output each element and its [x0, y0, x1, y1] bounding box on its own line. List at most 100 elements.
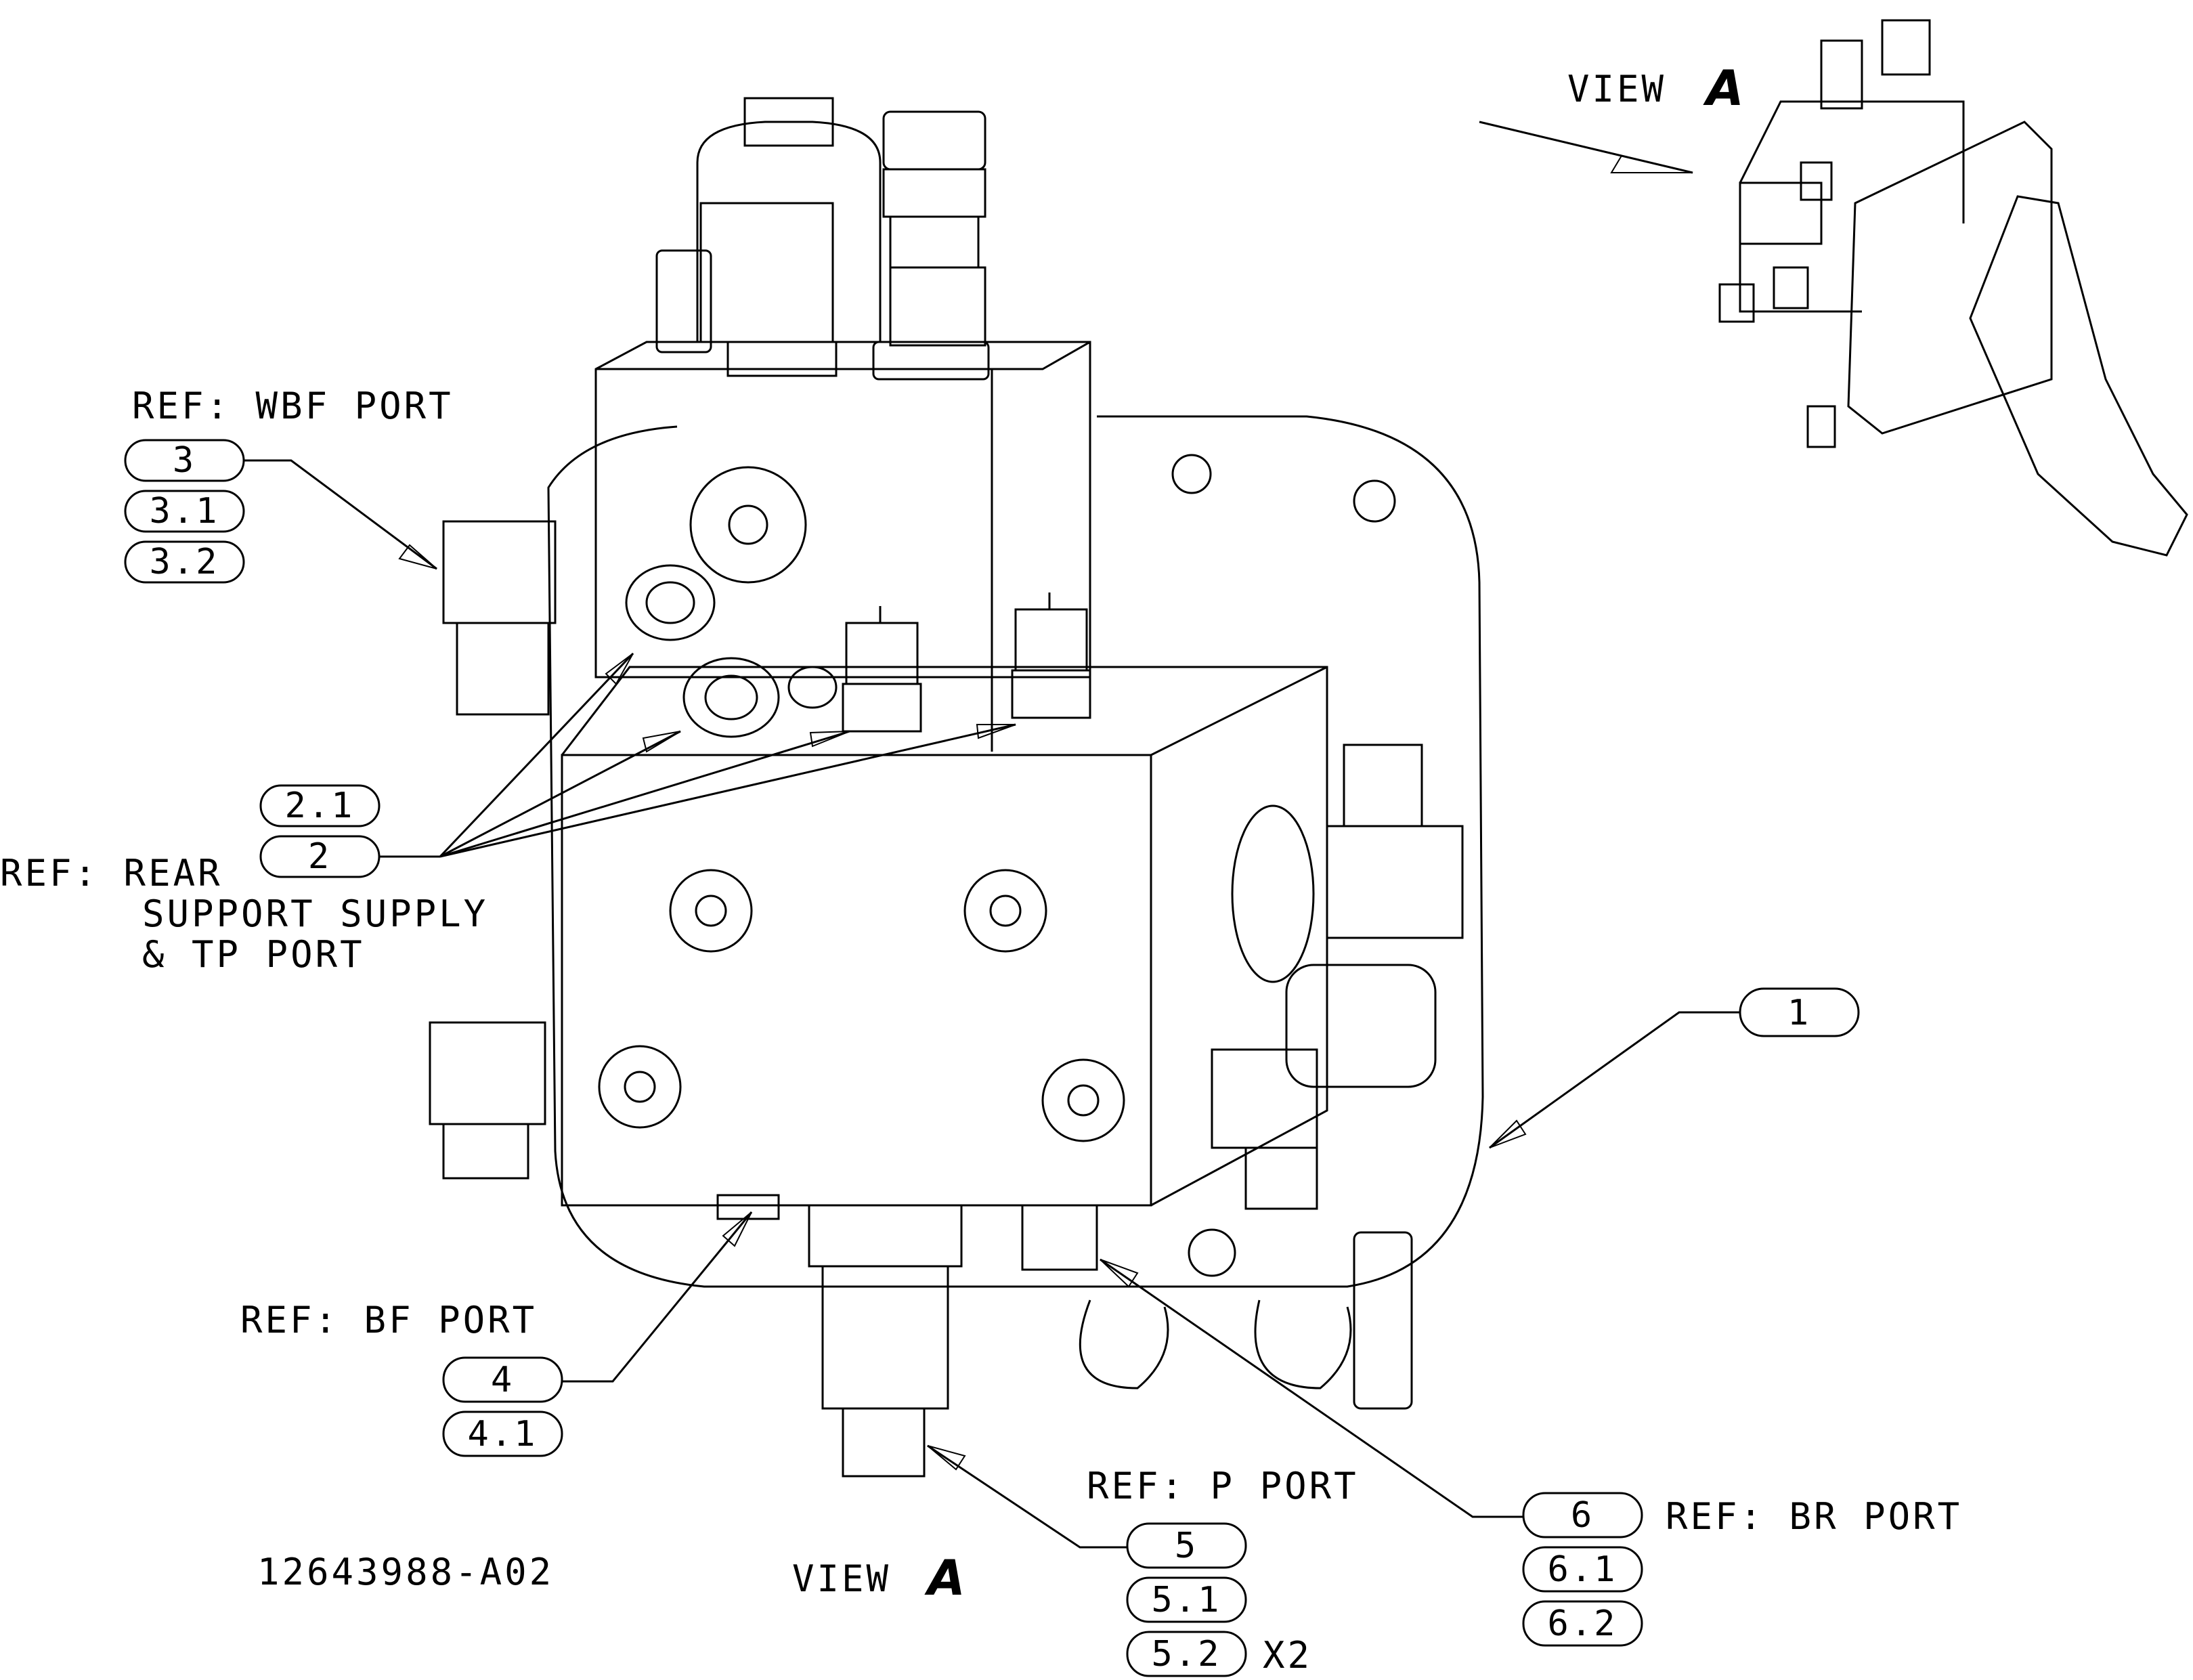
- balloon-5-2-text: 5.2: [1152, 1634, 1221, 1675]
- elbow-fitting-tube: [442, 1123, 529, 1180]
- balloon-2: [259, 835, 381, 878]
- ref-rear-label-line3: & TP PORT: [142, 933, 365, 976]
- inset-connector: [1806, 405, 1836, 448]
- leader-lines: [244, 459, 1740, 1549]
- pressure-sensor-hex: [1011, 669, 1091, 719]
- inset-solenoid: [1881, 19, 1931, 76]
- inset-fitting: [1800, 161, 1833, 201]
- balloon-3-1: [124, 490, 245, 533]
- upper-valve-block: [594, 341, 1091, 752]
- view-a-callout-top: VIEW A: [1567, 60, 1744, 116]
- elbow-fitting-tube: [1244, 1146, 1318, 1210]
- solenoid-base: [726, 341, 838, 377]
- view-a-inset-illustration: [1718, 19, 2188, 557]
- view-label: VIEW: [1567, 68, 1666, 110]
- plate-hole: [1353, 479, 1396, 523]
- inset-mounting-plate: [1847, 121, 2053, 435]
- balloon-4: [442, 1356, 563, 1403]
- balloon-2-1: [259, 784, 381, 827]
- solenoid-housing: [699, 202, 834, 343]
- fitting: [625, 564, 716, 641]
- port-plug: [1041, 1058, 1125, 1142]
- fitting: [682, 657, 780, 738]
- drawing-number: 12643988-A02: [257, 1551, 554, 1593]
- port-plug: [989, 895, 1022, 927]
- view-letter: A: [1703, 60, 1744, 116]
- elbow-fitting: [1326, 825, 1464, 939]
- inset-valve-block: [1739, 183, 1862, 313]
- balloon-5: [1126, 1522, 1247, 1569]
- solenoid-coil: [696, 121, 882, 343]
- bf-port-callout: REF: BF PORT 4 4.1: [240, 1299, 563, 1457]
- balloon-5-1: [1126, 1576, 1247, 1623]
- br-port-callout: 6 REF: BR PORT 6.1 6.2: [1522, 1492, 1962, 1647]
- port-plug: [695, 895, 727, 927]
- balloon-1-text: 1: [1787, 993, 1810, 1033]
- balloon-4-1-text: 4.1: [468, 1414, 538, 1455]
- balloon-6-1-text: 6.1: [1548, 1549, 1617, 1590]
- plate-hole: [1188, 1228, 1236, 1277]
- inset-fitting: [1773, 266, 1809, 309]
- balloon-5-2: [1126, 1631, 1247, 1677]
- elbow-fitting-tube: [842, 1407, 926, 1478]
- balloon-6-2: [1522, 1600, 1643, 1647]
- port-plug: [728, 504, 768, 545]
- port-plug: [598, 1045, 682, 1129]
- ref-bf-port-label: REF: BF PORT: [240, 1299, 537, 1341]
- elbow-fitting: [1211, 1048, 1318, 1149]
- valve-assembly-illustration: [429, 97, 1484, 1478]
- ref-rear-label-line1: REF: REAR: [0, 852, 223, 895]
- item-1-callout: 1: [1739, 987, 1860, 1037]
- fitting: [645, 581, 695, 624]
- view-a-callout-bottom: VIEW A: [792, 1549, 965, 1606]
- balloon-3-2-text: 3.2: [150, 542, 219, 582]
- quantity-note: X2: [1263, 1634, 1312, 1677]
- elbow-fitting: [442, 520, 557, 624]
- balloon-3-text: 3: [173, 440, 196, 481]
- balloon-6-text: 6: [1571, 1495, 1594, 1536]
- fitting: [704, 674, 758, 720]
- balloon-4-1: [442, 1410, 563, 1457]
- adapter-fitting: [1285, 964, 1437, 1088]
- ref-rear-label-line2: SUPPORT SUPPLY: [142, 892, 488, 935]
- balloon-3-1-text: 3.1: [150, 491, 219, 532]
- pressure-sensor: [845, 622, 919, 685]
- view-a-arrow: [1479, 121, 1693, 174]
- electrical-connector: [655, 249, 712, 353]
- ref-br-port-label: REF: BR PORT: [1666, 1495, 1962, 1538]
- port-plug: [624, 1071, 656, 1103]
- inset-fitting: [1718, 283, 1755, 323]
- rear-support-callout: 2.1 2 REF: REAR SUPPORT SUPPLY & TP PORT: [0, 784, 488, 976]
- wbf-port-callout: REF: WBF PORT 3 3.1 3.2: [124, 385, 451, 584]
- balloon-4-text: 4: [491, 1360, 514, 1400]
- balloon-5-1-text: 5.1: [1152, 1580, 1221, 1620]
- balloon-3-2: [124, 540, 245, 584]
- wire-connector: [1353, 1231, 1413, 1410]
- port-plug: [689, 466, 807, 584]
- plate-hole: [1171, 454, 1212, 494]
- solenoid-nut: [743, 97, 834, 147]
- elbow-fitting: [1343, 744, 1423, 827]
- inset-valve-block: [1739, 100, 1965, 245]
- view-label-bottom: VIEW: [792, 1557, 891, 1600]
- elbow-fitting: [429, 1021, 546, 1125]
- balloon-2-text: 2: [308, 836, 331, 877]
- view-letter-bottom: A: [924, 1549, 965, 1606]
- pressure-sensor: [1014, 608, 1088, 672]
- pressure-sensor-hex: [842, 683, 922, 733]
- port-plug: [1067, 1084, 1100, 1117]
- valve-cartridge-body: [889, 215, 980, 269]
- balloon-6-1: [1522, 1546, 1643, 1593]
- balloon-6-2-text: 6.2: [1548, 1603, 1617, 1644]
- balloon-6: [1522, 1492, 1643, 1538]
- elbow-fitting-tube: [456, 622, 550, 716]
- port-plug: [963, 869, 1047, 953]
- balloon-1: [1739, 987, 1860, 1037]
- port-plug: [669, 869, 753, 953]
- lower-valve-block: [561, 666, 1328, 1207]
- balloon-3: [124, 439, 245, 482]
- balloon-2-1-text: 2.1: [285, 785, 355, 826]
- mount-bracket: [1079, 1299, 1352, 1390]
- fitting: [1021, 1204, 1098, 1271]
